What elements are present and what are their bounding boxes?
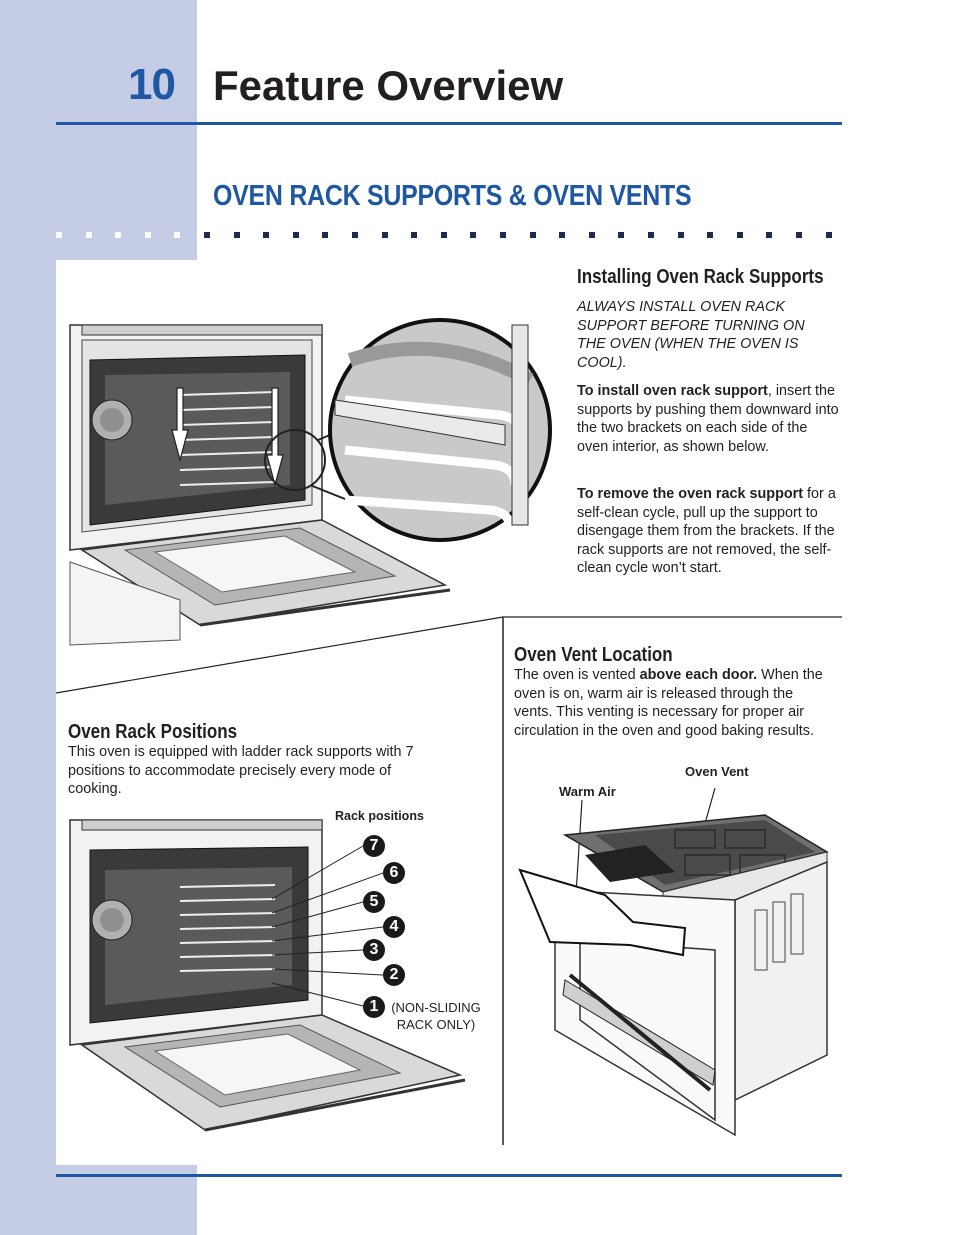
rack-positions-label: Rack positions (335, 809, 424, 823)
divider-dot (707, 232, 714, 238)
rack-positions-illustration (69, 819, 466, 1132)
rack-position-3: 3 (363, 939, 385, 961)
page-number: 10 (128, 60, 176, 109)
divider-dot (677, 232, 684, 238)
rack-position-1: 1 (363, 996, 385, 1018)
vent-text-before: The oven is vented (514, 667, 640, 683)
remove-text: for a self-clean cycle, pull up the supp… (577, 486, 836, 577)
non-sliding-note: (NON-SLIDING RACK ONLY) (386, 999, 486, 1033)
rack-position-2: 2 (383, 964, 405, 986)
install-bold: To install oven rack support (577, 383, 768, 399)
install-text: , insert the supports by pushing them do… (577, 383, 839, 455)
divider-dot (588, 232, 595, 238)
remove-bold: To remove the oven rack support (577, 486, 804, 502)
divider-dot (411, 232, 418, 238)
warm-air-label: Warm Air (559, 784, 616, 799)
positions-heading: Oven Rack Positions (68, 721, 238, 743)
positions-text: This oven is equipped with ladder rack s… (68, 744, 414, 798)
rack-position-4: 4 (383, 916, 405, 938)
install-warning: ALWAYS INSTALL OVEN RACK SUPPORT BEFORE … (577, 299, 805, 371)
range-vent-illustration (518, 787, 829, 1137)
divider-dot (115, 232, 122, 238)
divider-dot (352, 232, 358, 238)
dotted-divider (56, 230, 842, 240)
divider-dot (825, 232, 832, 238)
footer-rule (56, 1174, 842, 1177)
installing-heading: Installing Oven Rack Supports (577, 266, 824, 288)
vent-text-bold: above each door. (639, 667, 758, 683)
header-rule (56, 122, 842, 125)
page-title: Feature Overview (213, 62, 564, 109)
remove-instructions: To remove the oven rack support for a se… (577, 485, 839, 578)
divider-dot (204, 232, 210, 238)
divider-dot (470, 232, 477, 238)
divider-dot (736, 232, 743, 238)
divider-dot (322, 232, 329, 238)
note-line2: RACK ONLY) (396, 1017, 476, 1032)
divider-dot (292, 232, 299, 238)
divider-dot (796, 232, 802, 238)
divider-dot (500, 232, 506, 238)
divider-dot (144, 232, 151, 238)
divider-dot (174, 232, 181, 238)
divider-dot (559, 232, 566, 238)
divider-dot (85, 232, 92, 238)
divider-dot (263, 232, 270, 238)
divider-dot (233, 232, 240, 238)
divider-dot (766, 232, 773, 238)
divider-dot (648, 232, 654, 238)
rack-position-5: 5 (363, 891, 385, 913)
divider-dot (56, 232, 62, 238)
vent-text: The oven is vented above each door. When… (514, 666, 834, 740)
note-line1: (NON-SLIDING (391, 1000, 481, 1015)
install-instructions: To install oven rack support, insert the… (577, 382, 839, 456)
rack-position-7: 7 (363, 835, 385, 857)
vent-text-after: When the oven is on, warm air is release… (514, 667, 823, 739)
oven-vent-label: Oven Vent (685, 764, 749, 779)
divider-dot (440, 232, 447, 238)
divider-dot (529, 232, 536, 238)
oven-rack-support-illustration (69, 318, 552, 646)
rack-position-6: 6 (383, 862, 405, 884)
divider-dot (618, 232, 625, 238)
divider-dot (381, 232, 388, 238)
section-title: OVEN RACK SUPPORTS & OVEN VENTS (213, 180, 692, 212)
vent-heading: Oven Vent Location (514, 644, 673, 666)
